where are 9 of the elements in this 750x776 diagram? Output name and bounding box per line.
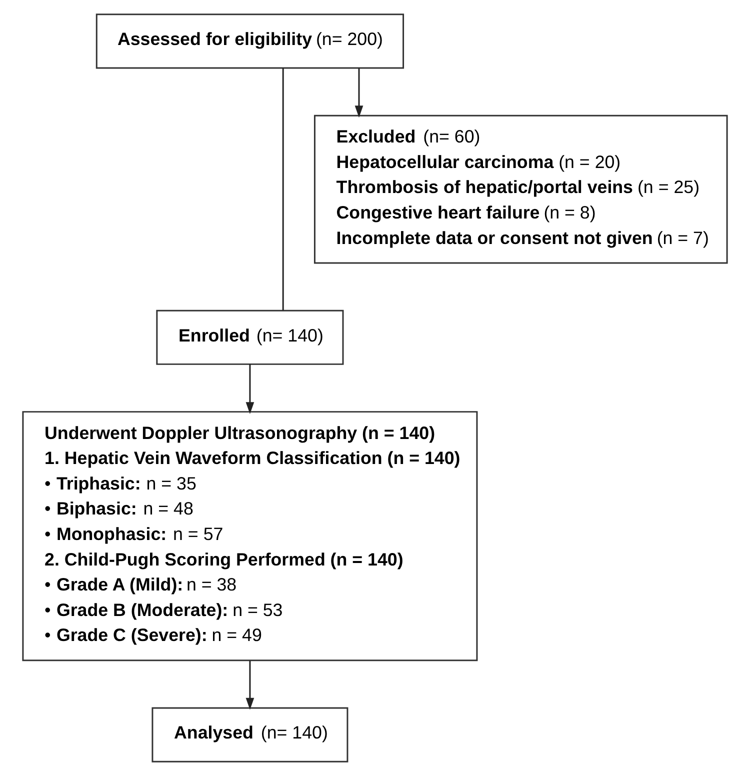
node-box: Analysed (n= 140) bbox=[152, 707, 348, 762]
node-box: Assessed for eligibility (n= 200) bbox=[96, 14, 404, 69]
node-box: Underwent Doppler Ultrasonography (n = 140) 1. Hepatic Vein Waveform Classification (n = 140) • Triphasic: n = 35 • Biphasic: n = 48 • Monophasic: n = 57 2. Child-Pugh Scoring Performed (n = 140) • Grade A (Mild): n = 38 • Grade B (Moderate): n = 53 • Grade C (Severe): n = 49 bbox=[22, 411, 478, 662]
arrow bbox=[354, 68, 364, 118]
connector bbox=[282, 68, 284, 310]
node-box: Enrolled (n= 140) bbox=[156, 310, 344, 365]
arrow bbox=[246, 660, 254, 710]
node-box: Excluded (n= 60) Hepatocellular carcinoma (n = 20) Thrombosis of hepatic/portal veins (n = 25) Congestive heart failure (n = 8) Incomplete data or consent not given (n = 7) bbox=[314, 114, 728, 264]
arrow bbox=[246, 364, 254, 414]
